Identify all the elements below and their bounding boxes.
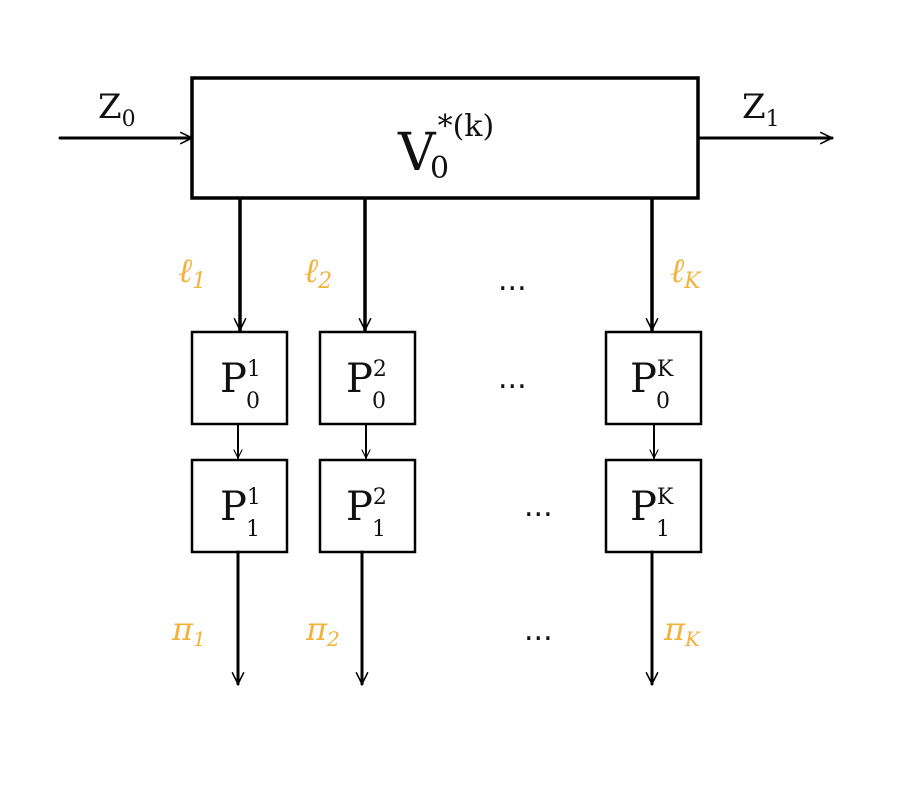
- bottom-box-1-sub: 1: [246, 517, 260, 542]
- output-label: Z1: [742, 87, 780, 132]
- top-box-k-sub: 0: [656, 389, 670, 414]
- top-box-1: [190, 330, 289, 426]
- edge-label-k: ℓK: [670, 251, 702, 294]
- bottom-box-1: [190, 458, 289, 554]
- ellipsis-bottom-boxes: ...: [524, 489, 553, 524]
- ellipsis-top-boxes: ...: [498, 361, 527, 396]
- top-box-2-sub: 0: [372, 389, 386, 414]
- ellipsis-edges: ...: [498, 263, 527, 298]
- bottom-box-2-sub: 1: [372, 517, 386, 542]
- ellipsis-outputs: ...: [524, 613, 553, 648]
- bottom-box-1-label: P1: [220, 484, 261, 530]
- bottom-box-2: [318, 458, 417, 554]
- input-label: Z0: [98, 87, 136, 132]
- edge-label-2: ℓ2: [304, 251, 332, 294]
- top-box-k-label: PK: [630, 356, 674, 402]
- main-box-label: V*(k): [397, 109, 494, 183]
- top-box-1-label: P1: [220, 356, 261, 402]
- top-box-1-sub: 0: [246, 389, 260, 414]
- bottom-box-2-label: P2: [346, 484, 387, 530]
- out-label-2: π2: [305, 610, 340, 651]
- edge-label-1: ℓ1: [178, 251, 206, 294]
- top-box-2: [318, 330, 417, 426]
- out-label-1: π1: [171, 610, 206, 651]
- main-box-subscript: 0: [430, 151, 449, 186]
- top-box-2-label: P2: [346, 356, 387, 402]
- bottom-box-k-sub: 1: [656, 517, 670, 542]
- out-label-k: πK: [663, 610, 701, 651]
- bottom-box-k-label: PK: [630, 484, 674, 530]
- bottom-box-k: [604, 458, 703, 554]
